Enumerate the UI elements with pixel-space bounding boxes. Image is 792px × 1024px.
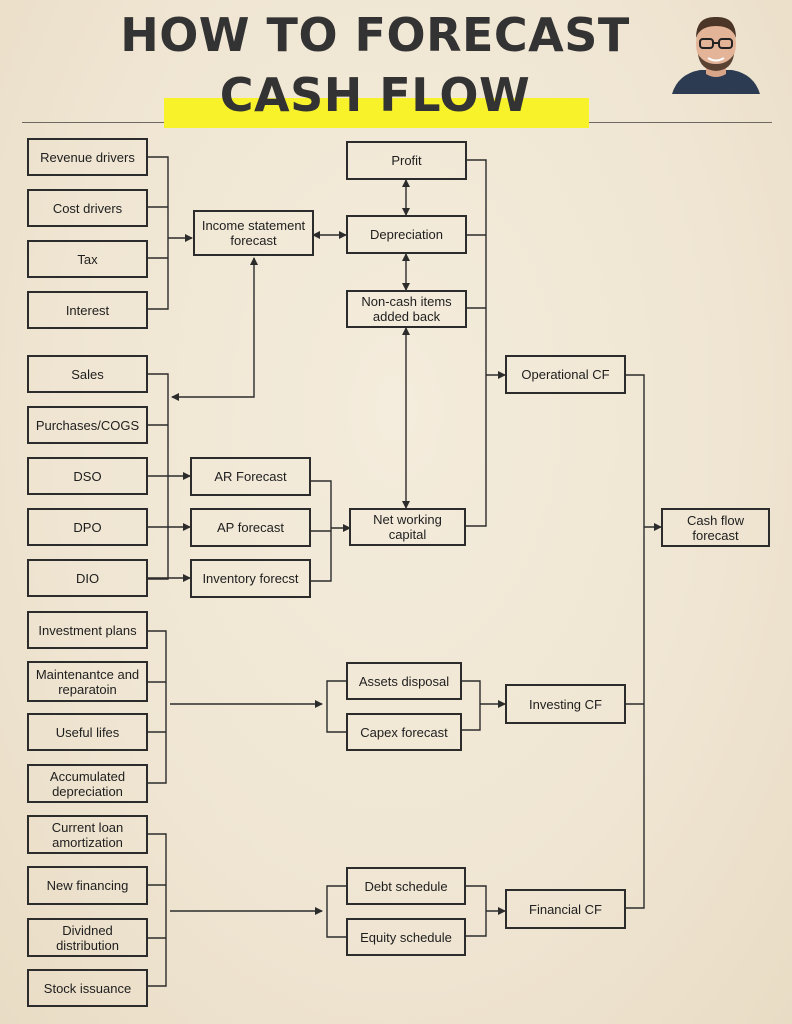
new-financing-box: New financing xyxy=(27,866,148,905)
dpo-box: DPO xyxy=(27,508,148,546)
equity-schedule-box: Equity schedule xyxy=(346,918,466,956)
debt-schedule-box: Debt schedule xyxy=(346,867,466,905)
maintenance-box: Maintenantce and reparatoin xyxy=(27,661,148,702)
ap-forecast-box: AP forecast xyxy=(190,508,311,547)
assets-disposal-box: Assets disposal xyxy=(346,662,462,700)
title-highlight xyxy=(164,98,589,128)
tax-box: Tax xyxy=(27,240,148,278)
non-cash-items-box: Non-cash items added back xyxy=(346,290,467,328)
investment-plans-box: Investment plans xyxy=(27,611,148,649)
stock-issuance-box: Stock issuance xyxy=(27,969,148,1007)
purchases-cogs-box: Purchases/COGS xyxy=(27,406,148,444)
useful-lifes-box: Useful lifes xyxy=(27,713,148,751)
header-rule-right xyxy=(589,122,772,123)
dividend-distribution-box: Dividned distribution xyxy=(27,918,148,957)
accumulated-depreciation-box: Accumulated depreciation xyxy=(27,764,148,803)
interest-box: Interest xyxy=(27,291,148,329)
depreciation-box: Depreciation xyxy=(346,215,467,254)
dio-box: DIO xyxy=(27,559,148,597)
investing-cf-box: Investing CF xyxy=(505,684,626,724)
header-rule-left xyxy=(22,122,165,123)
financial-cf-box: Financial CF xyxy=(505,889,626,929)
operational-cf-box: Operational CF xyxy=(505,355,626,394)
sales-box: Sales xyxy=(27,355,148,393)
cost-drivers-box: Cost drivers xyxy=(27,189,148,227)
page-title-line-2: CASH FLOW xyxy=(219,68,531,122)
profit-box: Profit xyxy=(346,141,467,180)
income-statement-box: Income statement forecast xyxy=(193,210,314,256)
inventory-forecast-box: Inventory forecst xyxy=(190,559,311,598)
current-loan-box: Current loan amortization xyxy=(27,815,148,854)
net-working-capital-box: Net working capital xyxy=(349,508,466,546)
author-avatar-icon xyxy=(672,16,760,94)
ar-forecast-box: AR Forecast xyxy=(190,457,311,496)
page-title-line-1: HOW TO FORECAST xyxy=(120,8,630,62)
capex-forecast-box: Capex forecast xyxy=(346,713,462,751)
cash-flow-forecast-box: Cash flow forecast xyxy=(661,508,770,547)
dso-box: DSO xyxy=(27,457,148,495)
revenue-drivers-box: Revenue drivers xyxy=(27,138,148,176)
